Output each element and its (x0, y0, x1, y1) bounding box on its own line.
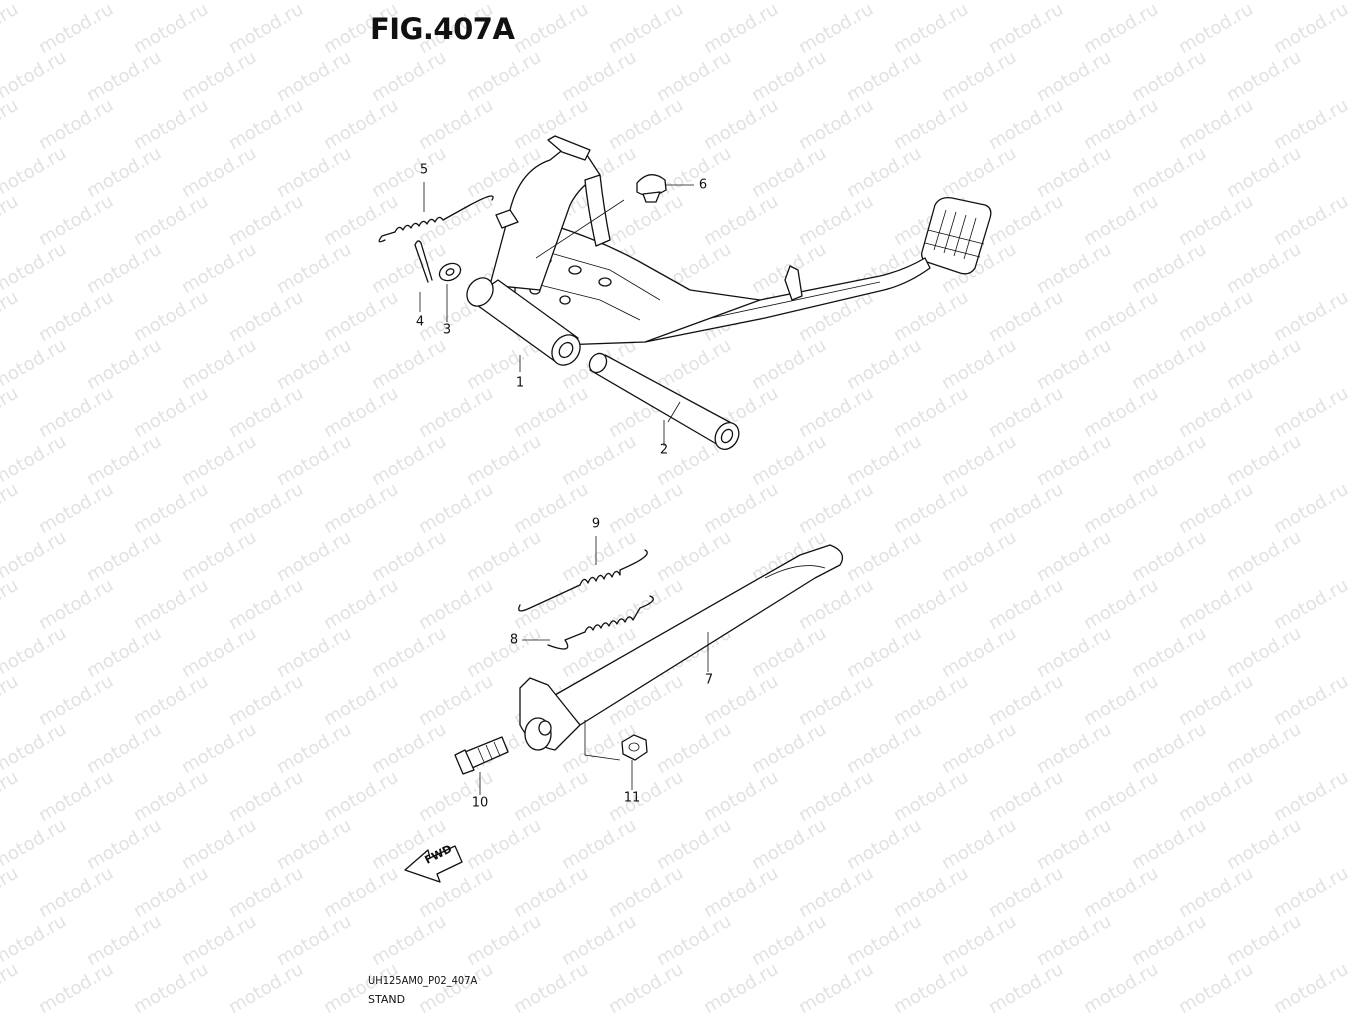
pivot-bolt[interactable] (454, 736, 509, 775)
callout-5: 5 (419, 162, 429, 178)
callout-2: 2 (659, 442, 669, 458)
side-stand-spring-outer[interactable] (518, 549, 648, 612)
lock-nut[interactable] (621, 734, 648, 761)
callout-4: 4 (415, 314, 425, 330)
fwd-arrow-icon (404, 845, 463, 883)
cotter-pin[interactable] (414, 240, 433, 283)
side-stand[interactable] (519, 544, 844, 751)
callout-11: 11 (623, 790, 641, 806)
callout-7: 7 (704, 672, 714, 688)
callout-1: 1 (515, 375, 525, 391)
leader-lines (419, 182, 709, 795)
callout-6: 6 (698, 177, 708, 193)
stand-shaft[interactable] (586, 350, 743, 453)
callout-9: 9 (591, 516, 601, 532)
callout-10: 10 (471, 795, 489, 811)
section-name: STAND (368, 993, 406, 1006)
side-stand-spring-inner[interactable] (547, 595, 654, 650)
callout-8: 8 (509, 632, 519, 648)
center-stand[interactable] (462, 135, 992, 371)
washer[interactable] (437, 260, 464, 284)
rubber-stopper[interactable] (636, 174, 667, 203)
center-stand-spring[interactable] (378, 195, 494, 243)
drawing-code: UH125AM0_P02_407A (368, 974, 478, 987)
figure-title: FIG.407A (370, 12, 515, 46)
callout-3: 3 (442, 322, 452, 338)
